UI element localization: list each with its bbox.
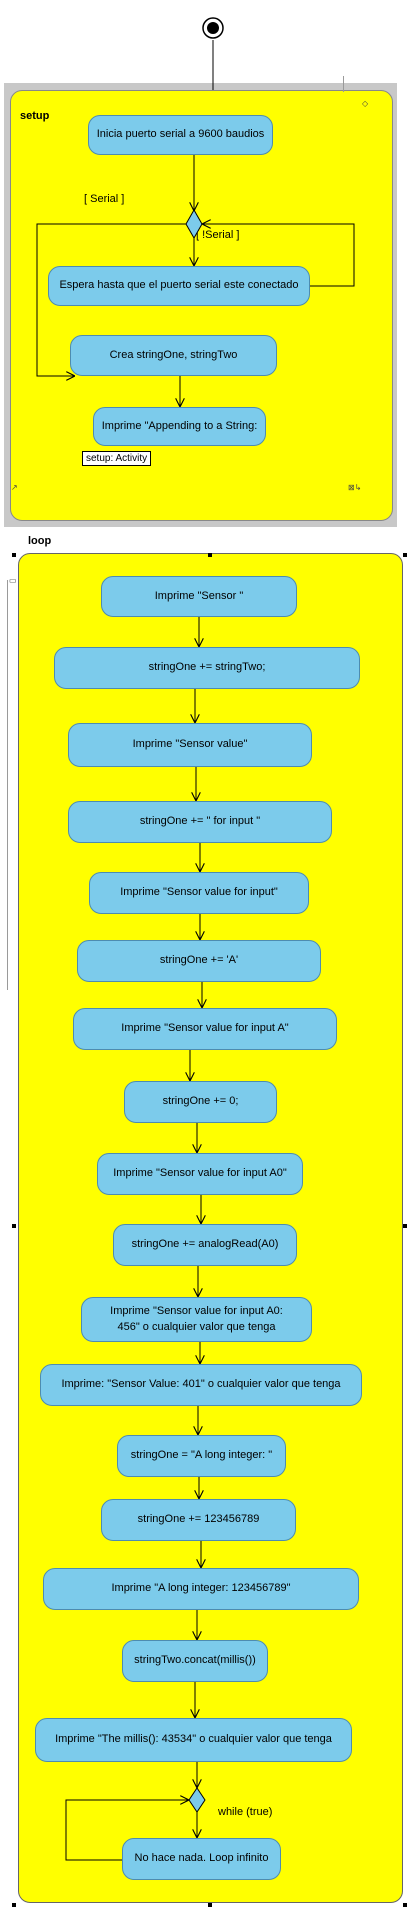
loop-node-15[interactable]: Imprime "A long integer: 123456789" (43, 1568, 359, 1610)
decision-while (188, 1787, 206, 1813)
loop-node-16[interactable]: stringTwo.concat(millis()) (122, 1640, 268, 1682)
loop-node-12[interactable]: Imprime: "Sensor Value: 401" o cualquier… (40, 1364, 362, 1406)
loop-node-2[interactable]: stringOne += stringTwo; (54, 647, 360, 689)
resize-icon[interactable]: ◇ (362, 99, 369, 108)
loop-node-10[interactable]: stringOne += analogRead(A0) (113, 1224, 297, 1266)
loop-node-final[interactable]: No hace nada. Loop infinito (122, 1838, 281, 1880)
initial-node (202, 17, 224, 39)
decision-serial (185, 208, 203, 240)
handle-bl[interactable] (12, 1903, 16, 1907)
guard-not-serial: [ !Serial ] (196, 229, 240, 241)
node-print-appending[interactable]: Imprime "Appending to a String: (93, 407, 266, 446)
frame-divider (343, 76, 344, 92)
setup-frame-title: setup (20, 110, 50, 122)
node-wait-serial[interactable]: Espera hasta que el puerto serial este c… (48, 266, 310, 306)
loop-node-1[interactable]: Imprime "Sensor " (101, 576, 297, 617)
link-icon[interactable]: ⊠↳ (348, 483, 362, 492)
loop-node-4[interactable]: stringOne += " for input " (68, 801, 332, 843)
loop-node-7[interactable]: Imprime "Sensor value for input A" (73, 1008, 337, 1050)
loop-node-9[interactable]: Imprime "Sensor value for input A0" (97, 1153, 303, 1195)
loop-node-6[interactable]: stringOne += 'A' (77, 940, 321, 982)
loop-node-11[interactable]: Imprime "Sensor value for input A0: 456"… (81, 1297, 312, 1342)
left-scroll-line (7, 580, 8, 990)
handle-tc[interactable] (208, 553, 212, 557)
handle-tr[interactable] (403, 553, 407, 557)
handle-br[interactable] (403, 1903, 407, 1907)
edge-infinite-loop (65, 1800, 189, 1861)
side-marker-icon: ▭ (9, 576, 17, 585)
loop-node-13[interactable]: stringOne = "A long integer: " (117, 1435, 286, 1477)
loop-node-17[interactable]: Imprime "The millis(): 43534" o cualquie… (35, 1718, 352, 1762)
handle-tl[interactable] (12, 553, 16, 557)
expand-icon[interactable]: ↗ (11, 483, 18, 492)
loop-node-8[interactable]: stringOne += 0; (124, 1081, 277, 1123)
loop-node-5[interactable]: Imprime "Sensor value for input" (89, 872, 309, 914)
edge-wait-loop (202, 224, 355, 287)
guard-serial: [ Serial ] (84, 193, 125, 205)
loop-node-3[interactable]: Imprime "Sensor value" (68, 723, 312, 767)
handle-mr[interactable] (403, 1224, 407, 1228)
node-create-strings[interactable]: Crea stringOne, stringTwo (70, 335, 277, 376)
setup-activity-tag: setup: Activity (82, 451, 152, 466)
loop-frame-title: loop (28, 535, 52, 547)
handle-bc[interactable] (208, 1903, 212, 1907)
guard-while-true: while (true) (218, 1806, 273, 1818)
loop-node-14[interactable]: stringOne += 123456789 (101, 1499, 296, 1541)
handle-ml[interactable] (12, 1224, 16, 1228)
edge-serial-true (36, 223, 186, 376)
node-init-serial[interactable]: Inicia puerto serial a 9600 baudios (88, 115, 273, 155)
